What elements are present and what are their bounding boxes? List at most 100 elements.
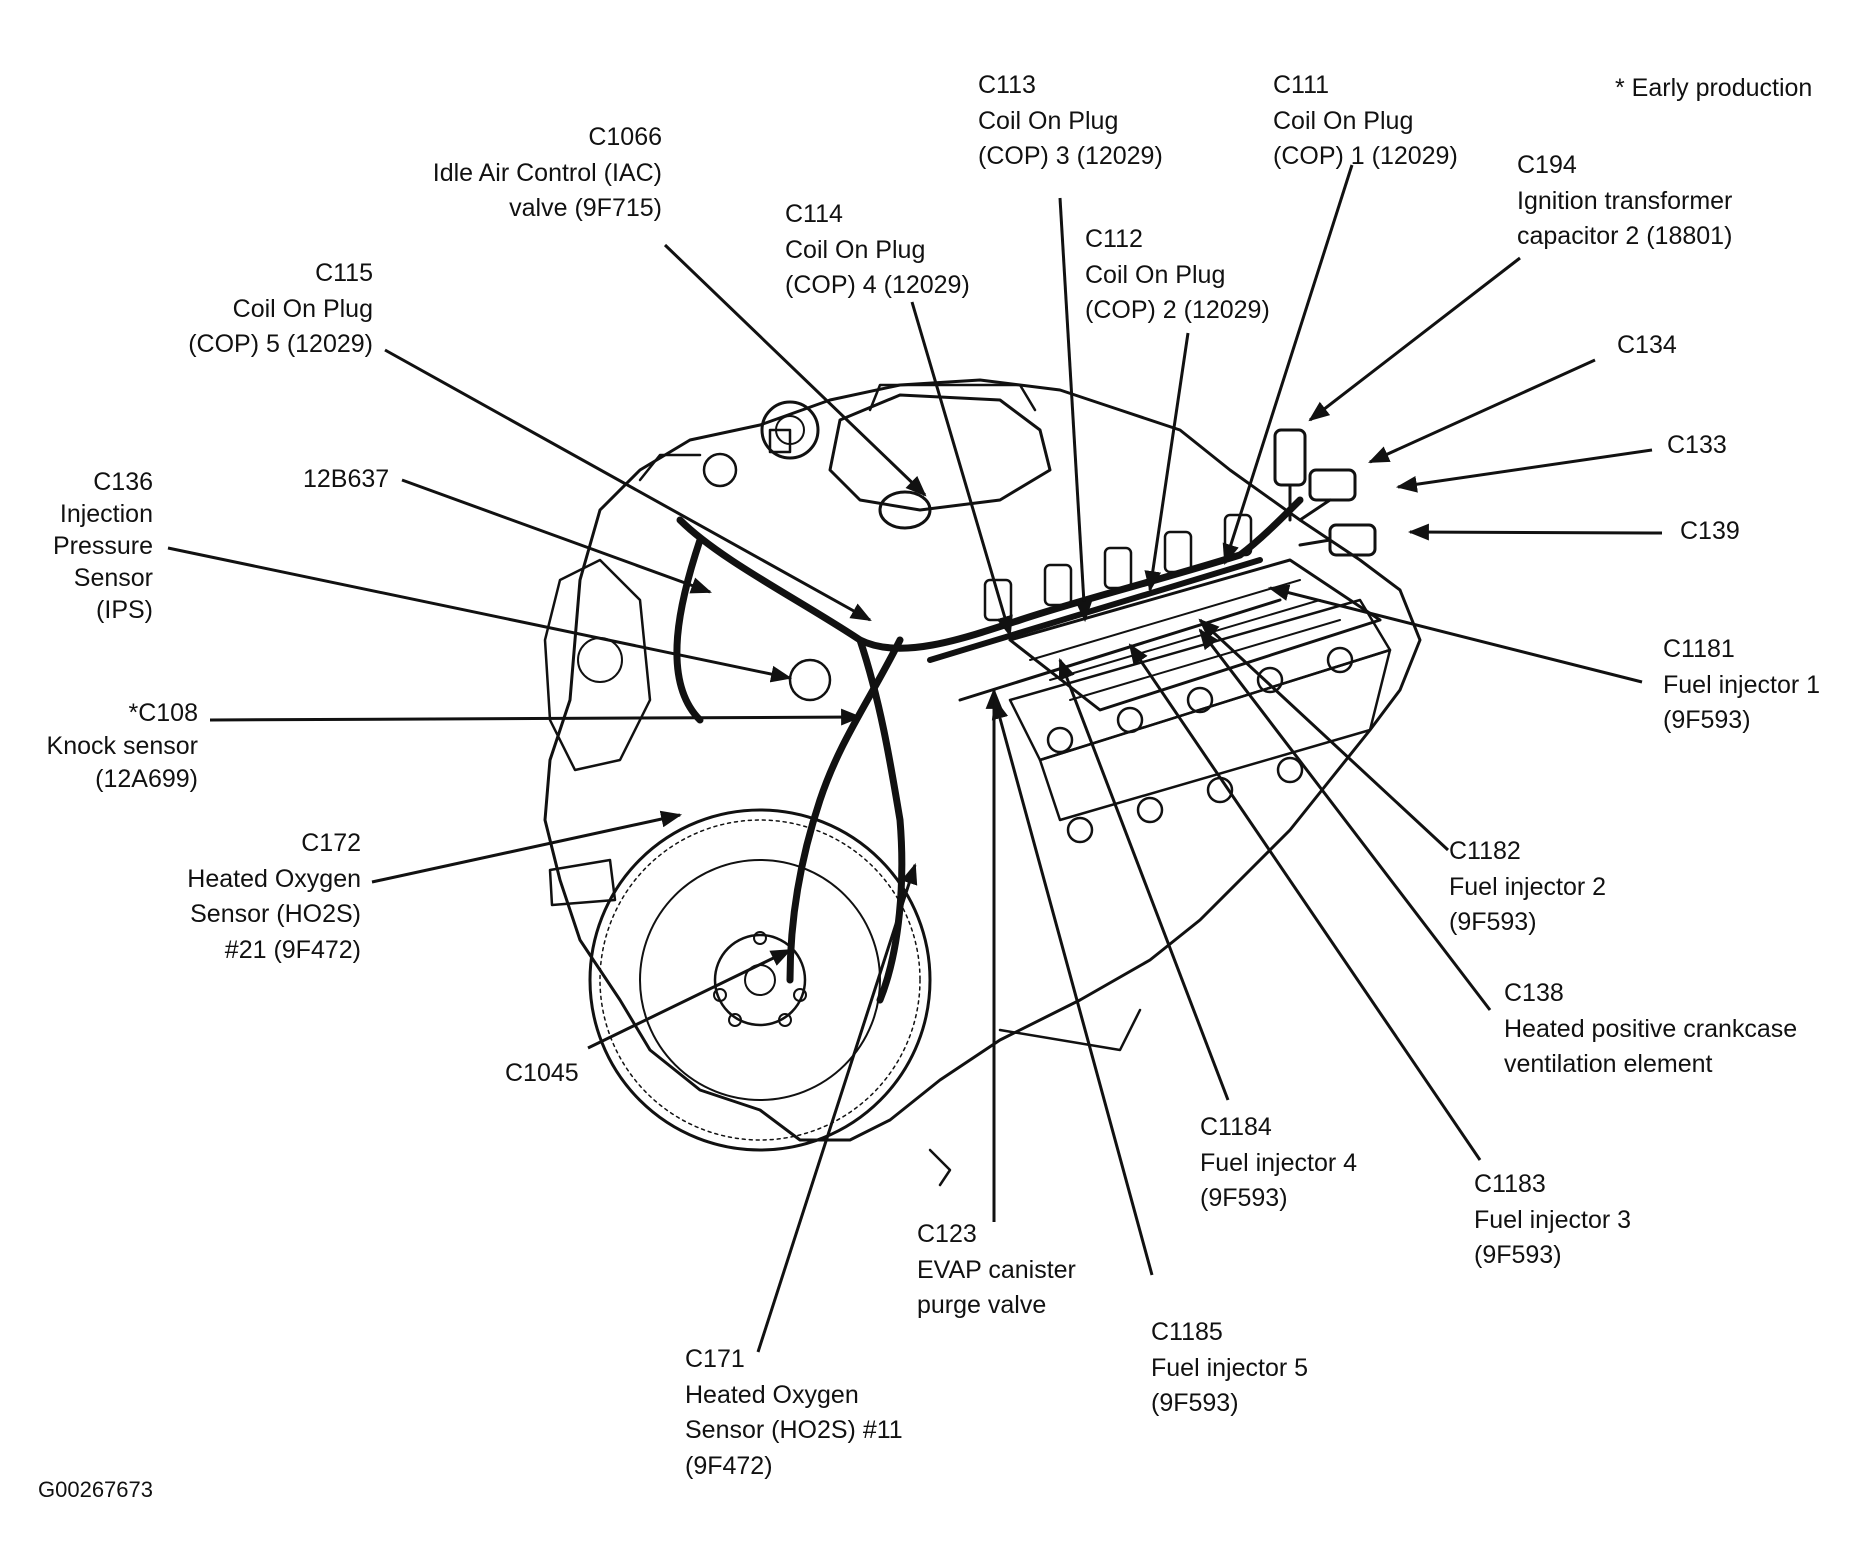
flywheel bbox=[588, 808, 932, 1152]
component-name: Fuel injector 4 bbox=[1200, 1148, 1358, 1177]
callout-c1181: C1181 Fuel injector 1 (9F593) bbox=[1663, 632, 1820, 739]
early-production-note: * Early production bbox=[1615, 74, 1813, 102]
leader-c1045 bbox=[587, 948, 792, 1050]
leader-c136 bbox=[167, 546, 793, 683]
leader-c171 bbox=[756, 863, 918, 1353]
leader-c134 bbox=[1368, 358, 1596, 464]
component-name: Fuel injector 5 bbox=[1151, 1353, 1309, 1382]
component-name: Sensor bbox=[73, 564, 153, 592]
leader-c113 bbox=[1058, 197, 1093, 623]
figure-id: G00267673 bbox=[38, 1477, 153, 1502]
component-part-number: (COP) 2 (12029) bbox=[1085, 296, 1270, 324]
connector-id: C1183 bbox=[1474, 1170, 1546, 1198]
component-name: Coil On Plug bbox=[978, 106, 1119, 135]
component-part-number: #21 (9F472) bbox=[224, 935, 361, 964]
connector-id: C1182 bbox=[1449, 837, 1521, 865]
callout-c138: C138 Heated positive crankcase ventilati… bbox=[1504, 976, 1797, 1083]
component-part-number: (COP) 5 (12029) bbox=[188, 330, 373, 358]
callout-c1185: C1185 Fuel injector 5 (9F593) bbox=[1151, 1315, 1308, 1422]
callout-c1183: C1183 Fuel injector 3 (9F593) bbox=[1474, 1167, 1631, 1274]
connector-id: C111 bbox=[1273, 71, 1330, 99]
intake-manifold bbox=[828, 393, 1052, 512]
leader-c1066 bbox=[663, 243, 927, 497]
callout-c139: C139 bbox=[1680, 514, 1740, 550]
component-part-number: (9F593) bbox=[1200, 1184, 1288, 1212]
component-name: Sensor (HO2S) bbox=[190, 900, 361, 928]
leader-c138 bbox=[1198, 628, 1492, 1011]
component-name: Ignition transformer bbox=[1517, 186, 1733, 215]
callout-c172: C172 Heated Oxygen Sensor (HO2S) #21 (9F… bbox=[187, 826, 361, 968]
component-name: Coil On Plug bbox=[1273, 106, 1414, 135]
leader-c1181 bbox=[1267, 584, 1643, 684]
callout-c171: C171 Heated Oxygen Sensor (HO2S) #11 (9F… bbox=[685, 1342, 903, 1484]
leader-lines bbox=[167, 164, 1663, 1353]
leader-c111 bbox=[1222, 164, 1354, 566]
callout-c134: C134 bbox=[1617, 328, 1677, 364]
component-name: Coil On Plug bbox=[232, 294, 373, 323]
component-part-number: (12A699) bbox=[95, 765, 198, 793]
component-part-number: (9F593) bbox=[1449, 908, 1537, 936]
component-name: Pressure bbox=[52, 532, 153, 560]
callout-c111: C111 Coil On Plug (COP) 1 (12029) bbox=[1273, 68, 1458, 175]
connector-id: C194 bbox=[1517, 151, 1577, 179]
callout-12b637: 12B637 bbox=[303, 462, 389, 498]
component-name: Heated positive crankcase bbox=[1504, 1014, 1798, 1043]
leader-c12b637 bbox=[401, 478, 712, 594]
component-name: ventilation element bbox=[1504, 1050, 1713, 1078]
leader-c1184 bbox=[1058, 658, 1230, 1101]
callout-c133: C133 bbox=[1667, 428, 1727, 464]
callout-c112: C112 Coil On Plug (COP) 2 (12029) bbox=[1085, 222, 1270, 329]
component-part-number: (COP) 1 (12029) bbox=[1273, 142, 1458, 170]
connector-id: C114 bbox=[785, 200, 843, 228]
callout-c1182: C1182 Fuel injector 2 (9F593) bbox=[1449, 834, 1606, 941]
callout-c194: C194 Ignition transformer capacitor 2 (1… bbox=[1517, 148, 1732, 255]
leader-c172 bbox=[371, 810, 683, 884]
engine-illustration bbox=[543, 378, 1422, 1187]
connector-id: C134 bbox=[1617, 331, 1677, 359]
connector-id: C113 bbox=[978, 71, 1036, 99]
callout-c123: C123 EVAP canister purge valve bbox=[917, 1217, 1076, 1324]
component-name: Heated Oxygen bbox=[685, 1380, 859, 1409]
connector-id: C171 bbox=[685, 1345, 745, 1373]
component-name: Coil On Plug bbox=[785, 235, 926, 264]
component-name: purge valve bbox=[917, 1291, 1047, 1319]
connector-id: C1181 bbox=[1663, 635, 1735, 663]
callout-c114: C114 Coil On Plug (COP) 4 (12029) bbox=[785, 197, 970, 304]
component-part-number: capacitor 2 (18801) bbox=[1517, 222, 1733, 250]
connector-id: C1066 bbox=[588, 123, 662, 151]
callout-c108: *C108 Knock sensor (12A699) bbox=[47, 697, 198, 796]
callout-c113: C113 Coil On Plug (COP) 3 (12029) bbox=[978, 68, 1163, 175]
leader-c139 bbox=[1407, 523, 1663, 541]
component-name: Fuel injector 3 bbox=[1474, 1205, 1632, 1234]
callout-c1066: C1066 Idle Air Control (IAC) valve (9F71… bbox=[433, 120, 662, 227]
component-name: Heated Oxygen bbox=[187, 864, 361, 893]
connector-id: *C108 bbox=[128, 699, 199, 727]
leader-c1185 bbox=[991, 697, 1154, 1276]
leader-c1183 bbox=[1128, 643, 1482, 1161]
callout-c1184: C1184 Fuel injector 4 (9F593) bbox=[1200, 1110, 1357, 1217]
component-name: EVAP canister bbox=[917, 1255, 1076, 1284]
component-part-number: valve (9F715) bbox=[509, 194, 662, 222]
callout-c115: C115 Coil On Plug (COP) 5 (12029) bbox=[188, 256, 373, 363]
component-part-number: (9F593) bbox=[1151, 1389, 1239, 1417]
component-name: Sensor (HO2S) #11 bbox=[685, 1416, 903, 1444]
component-name: Knock sensor bbox=[46, 732, 198, 760]
connector-id: C115 bbox=[315, 259, 373, 287]
component-name: Coil On Plug bbox=[1085, 260, 1226, 289]
component-name: Fuel injector 1 bbox=[1663, 670, 1821, 699]
connector-id: C1185 bbox=[1151, 1318, 1223, 1346]
callout-c136: C136 Injection Pressure Sensor (IPS) bbox=[53, 466, 153, 626]
component-name: Injection bbox=[59, 500, 153, 528]
leader-c133 bbox=[1395, 448, 1653, 493]
component-part-number: (COP) 4 (12029) bbox=[785, 271, 970, 299]
component-abbreviation: (IPS) bbox=[96, 596, 153, 624]
connector-id: C1184 bbox=[1200, 1113, 1272, 1141]
component-name: Idle Air Control (IAC) bbox=[432, 158, 662, 187]
connector-id: C112 bbox=[1085, 225, 1143, 253]
component-part-number: (9F593) bbox=[1663, 706, 1751, 734]
leader-c112 bbox=[1144, 332, 1190, 593]
connector-id: C139 bbox=[1680, 517, 1740, 545]
connector-id: C136 bbox=[93, 468, 153, 496]
connector-id: C1045 bbox=[505, 1059, 579, 1087]
